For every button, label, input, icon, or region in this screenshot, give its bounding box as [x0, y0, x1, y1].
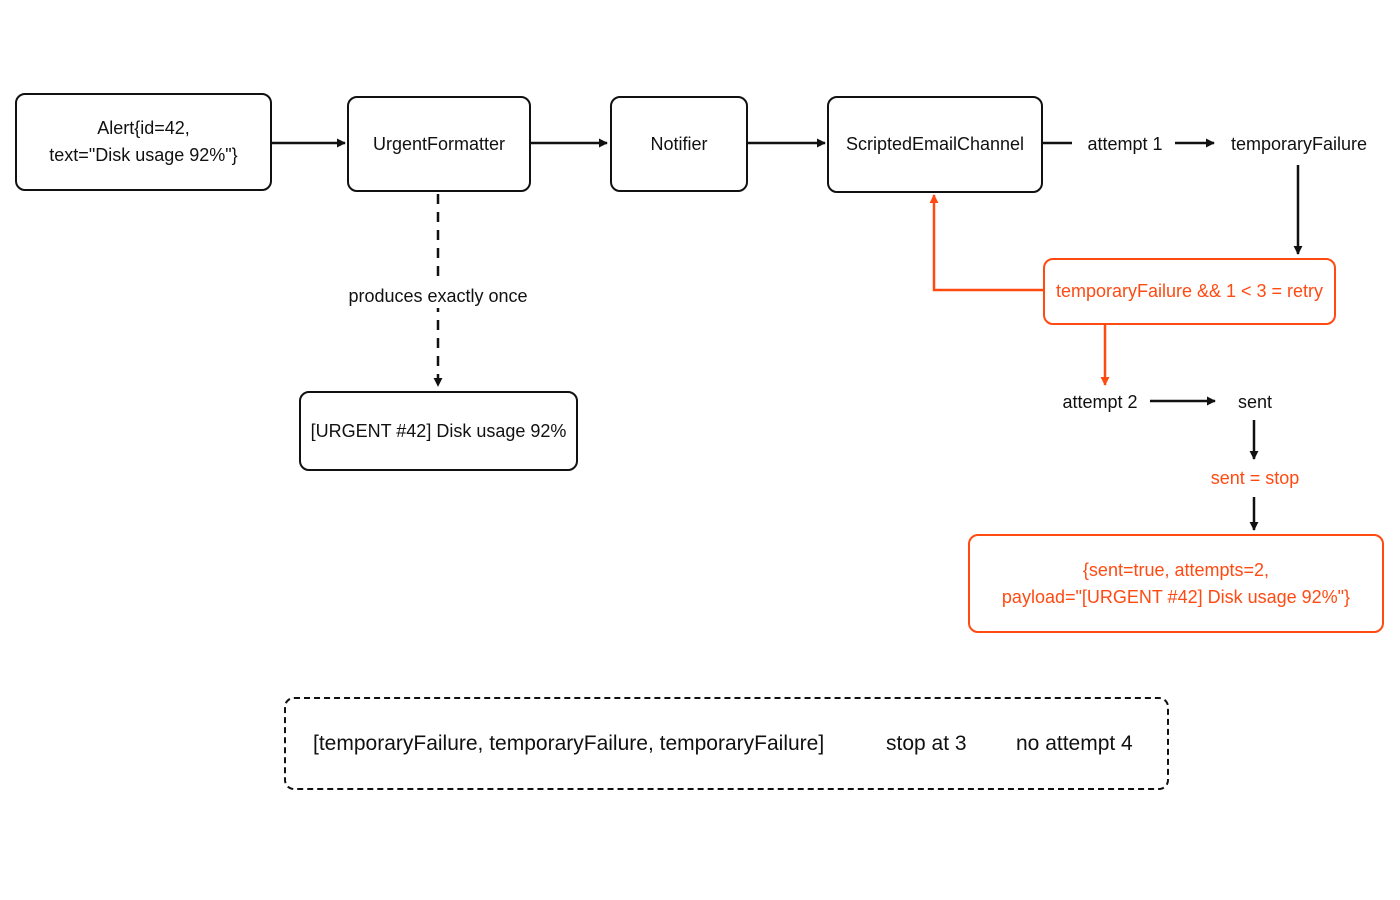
retry-decision-node: temporaryFailure && 1 < 3 = retry [1043, 258, 1336, 325]
scripted-email-channel-node: ScriptedEmailChannel [827, 96, 1043, 193]
retry-loop-arrow [929, 194, 1043, 292]
sent-stop-label: sent = stop [1195, 466, 1315, 490]
alert-node: Alert{id=42, text="Disk usage 92%"} [15, 93, 272, 191]
notifier-node: Notifier [610, 96, 748, 192]
failure-sequence-text: [temporaryFailure, temporaryFailure, tem… [313, 732, 825, 755]
attempt-1-label: attempt 1 [1075, 132, 1175, 156]
stop-at-3-text: stop at 3 [886, 732, 967, 755]
result-node: {sent=true, attempts=2, payload="[URGENT… [968, 534, 1384, 633]
sent-label: sent [1222, 390, 1288, 414]
attempt-2-label: attempt 2 [1050, 390, 1150, 414]
no-attempt-4-text: no attempt 4 [1016, 732, 1133, 755]
urgent-message-node: [URGENT #42] Disk usage 92% [299, 391, 578, 471]
urgent-formatter-node: UrgentFormatter [347, 96, 531, 192]
produces-exactly-once-label: produces exactly once [338, 284, 538, 308]
failure-sequence-note: [temporaryFailure, temporaryFailure, tem… [284, 697, 1169, 790]
temporary-failure-label: temporaryFailure [1216, 132, 1382, 156]
